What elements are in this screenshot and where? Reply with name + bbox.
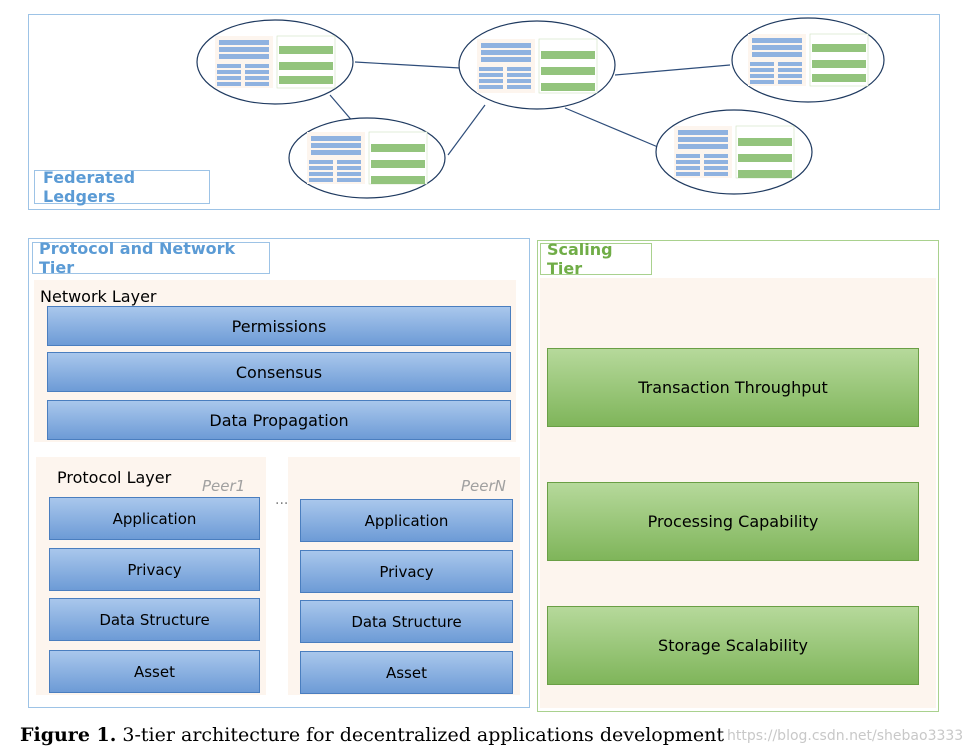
ledger-node-2 bbox=[458, 20, 616, 110]
network-layer-label: Network Layer bbox=[40, 287, 157, 306]
peer1-application-box: Application bbox=[49, 497, 260, 540]
figure-caption-label: Figure 1. bbox=[20, 724, 117, 746]
figure-caption: Figure 1. 3-tier architecture for decent… bbox=[20, 724, 724, 746]
ledger-node-4 bbox=[288, 117, 446, 199]
peern-data-structure-box: Data Structure bbox=[300, 600, 513, 643]
watermark-text: https://blog.csdn.net/shebao3333 bbox=[727, 728, 964, 744]
peer1-asset-box: Asset bbox=[49, 650, 260, 693]
transaction-throughput-box: Transaction Throughput bbox=[547, 348, 919, 427]
peern-tag: PeerN bbox=[461, 477, 506, 495]
storage-scalability-box: Storage Scalability bbox=[547, 606, 919, 685]
peer1-privacy-box: Privacy bbox=[49, 548, 260, 591]
federated-ledgers-label: Federated Ledgers bbox=[34, 168, 210, 206]
peer1-tag: Peer1 bbox=[202, 477, 246, 495]
protocol-network-tier-title: Protocol and Network Tier bbox=[32, 239, 270, 277]
scaling-tier-title: Scaling Tier bbox=[540, 240, 652, 278]
peern-application-box: Application bbox=[300, 499, 513, 542]
peer1-data-structure-box: Data Structure bbox=[49, 598, 260, 641]
ledger-node-5 bbox=[655, 109, 813, 195]
peern-privacy-box: Privacy bbox=[300, 550, 513, 593]
permissions-bar: Permissions bbox=[47, 306, 511, 346]
peer-ellipsis: ... bbox=[275, 492, 289, 508]
figure-caption-text: 3-tier architecture for decentralized ap… bbox=[122, 724, 725, 746]
data-propagation-bar: Data Propagation bbox=[47, 400, 511, 440]
ledger-node-3 bbox=[731, 17, 885, 103]
federated-network-graph bbox=[196, 17, 885, 199]
processing-capability-box: Processing Capability bbox=[547, 482, 919, 561]
consensus-bar: Consensus bbox=[47, 352, 511, 392]
peern-asset-box: Asset bbox=[300, 651, 513, 694]
ledger-node-1 bbox=[196, 19, 354, 105]
protocol-layer-label: Protocol Layer bbox=[57, 468, 172, 487]
